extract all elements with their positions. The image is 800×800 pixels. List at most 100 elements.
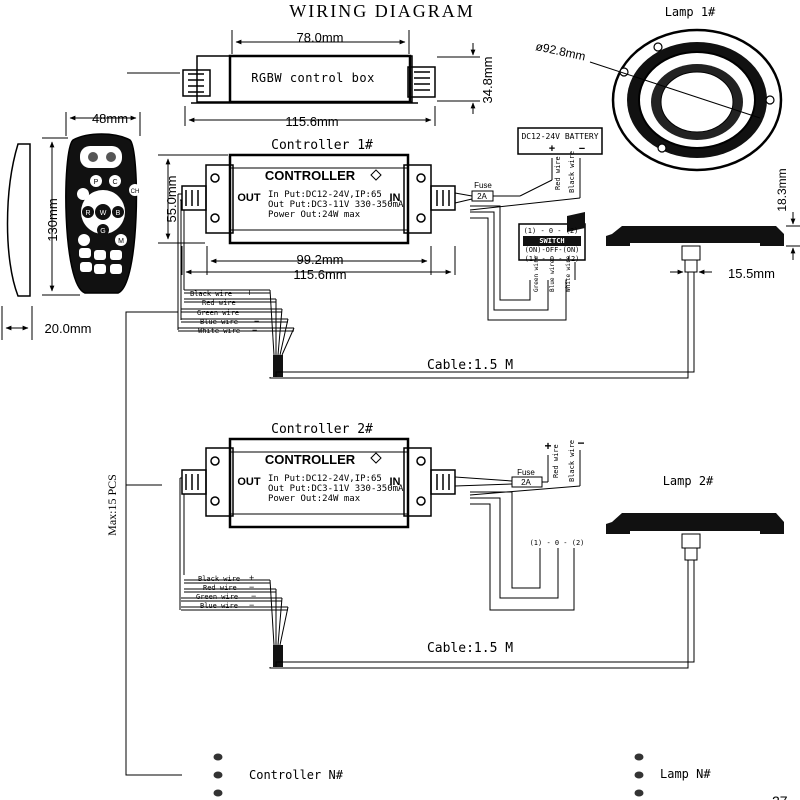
svg-text:−: − xyxy=(254,316,259,326)
switch1-wire-blue: Blue wire xyxy=(549,259,556,292)
lamp-n-ellipsis xyxy=(634,753,644,797)
controller1-out-label: OUT xyxy=(237,192,261,204)
control-box-label: RGBW control box xyxy=(251,71,375,85)
control-box-length-dim xyxy=(184,106,436,126)
controller2-logo-icon xyxy=(370,452,382,464)
controller1-logo-icon xyxy=(370,169,382,181)
diagram-title: WIRING DIAGRAM xyxy=(289,1,474,21)
controller1-cable-connector xyxy=(273,355,283,377)
svg-text:−: − xyxy=(251,591,256,601)
controller1-name: CONTROLLER xyxy=(265,168,356,183)
controller2-spec-power: Power Out:24W max xyxy=(268,494,361,504)
controller1-fuse xyxy=(471,190,494,202)
controller1-spec-power: Power Out:24W max xyxy=(268,210,361,220)
controller2-name: CONTROLLER xyxy=(265,452,356,467)
controller1-body xyxy=(181,153,456,245)
controller2-cable-connector xyxy=(273,645,283,667)
daisy-chain-bus xyxy=(125,311,182,776)
svg-text:Red wire: Red wire xyxy=(202,299,236,307)
remote-button-m[interactable] xyxy=(115,234,127,246)
svg-text:−: − xyxy=(252,325,257,335)
lamp1-top-view xyxy=(611,28,783,172)
battery-plus: + xyxy=(549,143,555,155)
remote-button-ch[interactable] xyxy=(129,184,141,196)
controller1-fuse-value: 2A xyxy=(477,192,487,201)
controller2-out-label: OUT xyxy=(237,476,261,488)
control-box-width-text: 78.0mm xyxy=(297,30,344,45)
lamp1-cable-text: 15.5mm xyxy=(728,266,775,281)
svg-text:Green wire: Green wire xyxy=(196,593,238,601)
controller1-input-wires xyxy=(454,158,581,321)
remote-label-c: C xyxy=(112,179,117,186)
switch1-wire-green: Green wire xyxy=(533,255,540,292)
battery-black-wire: Black wire xyxy=(568,151,576,193)
controller1-fuse-label: Fuse xyxy=(474,181,492,190)
controller2-body xyxy=(181,437,456,529)
lamp1-side-view xyxy=(606,226,784,273)
remote-height-text: 130mm xyxy=(45,198,60,241)
controller-n-ellipsis xyxy=(213,753,223,797)
controller2-in-label: IN xyxy=(390,476,401,488)
control-box-length-text: 115.6mm xyxy=(285,114,338,129)
svg-text:−: − xyxy=(249,582,254,592)
controller1-title: Controller 1# xyxy=(271,138,373,153)
battery-label: DC12-24V BATTERY xyxy=(521,132,598,141)
controller2-fuse-value: 2A xyxy=(521,478,531,487)
controller1-spec-output: Out Put:DC3-11V 330-350mA xyxy=(268,200,404,210)
controller2-black-wire: Black wire xyxy=(568,440,576,482)
remote-side-view xyxy=(6,143,31,297)
cable2-label: Cable:1.5 M xyxy=(427,641,513,656)
controller1-output-harness xyxy=(177,193,295,356)
lamp1-thickness-dim xyxy=(786,212,800,260)
controller2-fuse-label: Fuse xyxy=(517,468,535,477)
switch1-bottom-positions: (1) - 0 - (2) xyxy=(525,255,580,263)
controller2-fuse xyxy=(511,476,543,488)
controller2-red-wire: Red wire xyxy=(552,444,560,478)
svg-text:Green wire: Green wire xyxy=(197,309,239,317)
controller2-spec-output: Out Put:DC3-11V 330-350mA xyxy=(268,484,404,494)
svg-text:Black wire: Black wire xyxy=(190,290,232,298)
remote-depth-text: 20.0mm xyxy=(45,321,92,336)
switch1 xyxy=(518,212,586,261)
switch1-wire-white: White wire xyxy=(565,255,572,292)
remote-label-g: G xyxy=(100,228,105,235)
svg-text:−: − xyxy=(247,297,252,307)
battery-red-wire: Red wire xyxy=(554,156,562,190)
max-pcs-label: Max:15 PCS xyxy=(105,474,119,536)
cable1 xyxy=(269,272,695,379)
control-box-height-dim xyxy=(437,43,480,114)
lamp2-side-view xyxy=(606,513,784,561)
battery-minus: − xyxy=(579,143,585,155)
remote-label-b: B xyxy=(116,210,121,217)
controller-n-label: Controller N# xyxy=(249,768,344,782)
control-box-width-dim xyxy=(231,30,410,54)
switch1-mode: (ON)-OFF-(ON) xyxy=(525,246,580,254)
remote-button-c[interactable] xyxy=(109,175,121,187)
lamp2-label: Lamp 2# xyxy=(663,474,714,488)
switch1-name: SWITCH xyxy=(539,237,564,245)
remote-label-m: M xyxy=(118,238,124,245)
lamp1-label: Lamp 1# xyxy=(665,5,716,19)
remote-button-p[interactable] xyxy=(90,175,102,187)
controller2-title: Controller 2# xyxy=(271,422,373,437)
svg-text:Black wire: Black wire xyxy=(198,575,240,583)
battery xyxy=(517,127,603,155)
svg-text:+: + xyxy=(249,573,254,583)
switch1-top-positions: (1) - 0 - (2) xyxy=(524,227,579,235)
controller2-input-wires xyxy=(454,450,581,611)
svg-text:Blue wire: Blue wire xyxy=(200,602,238,610)
controller2-plus: + xyxy=(544,439,551,453)
svg-text:−: − xyxy=(249,600,254,610)
lamp1-diameter-text: ø92.8mm xyxy=(534,39,586,63)
controller1-inner-width-text: 99.2mm xyxy=(297,252,344,267)
remote-height-dim xyxy=(42,137,80,296)
cable1-label: Cable:1.5 M xyxy=(427,358,513,373)
controller1-spec-input: In Put:DC12-24V,IP:65 xyxy=(268,190,382,200)
controller2-minus: − xyxy=(577,436,584,450)
svg-text:+: + xyxy=(247,288,252,298)
controller1-outer-width-text: 115.6mm xyxy=(293,267,346,282)
cable2 xyxy=(269,560,695,669)
rgbw-control-box xyxy=(182,54,436,104)
